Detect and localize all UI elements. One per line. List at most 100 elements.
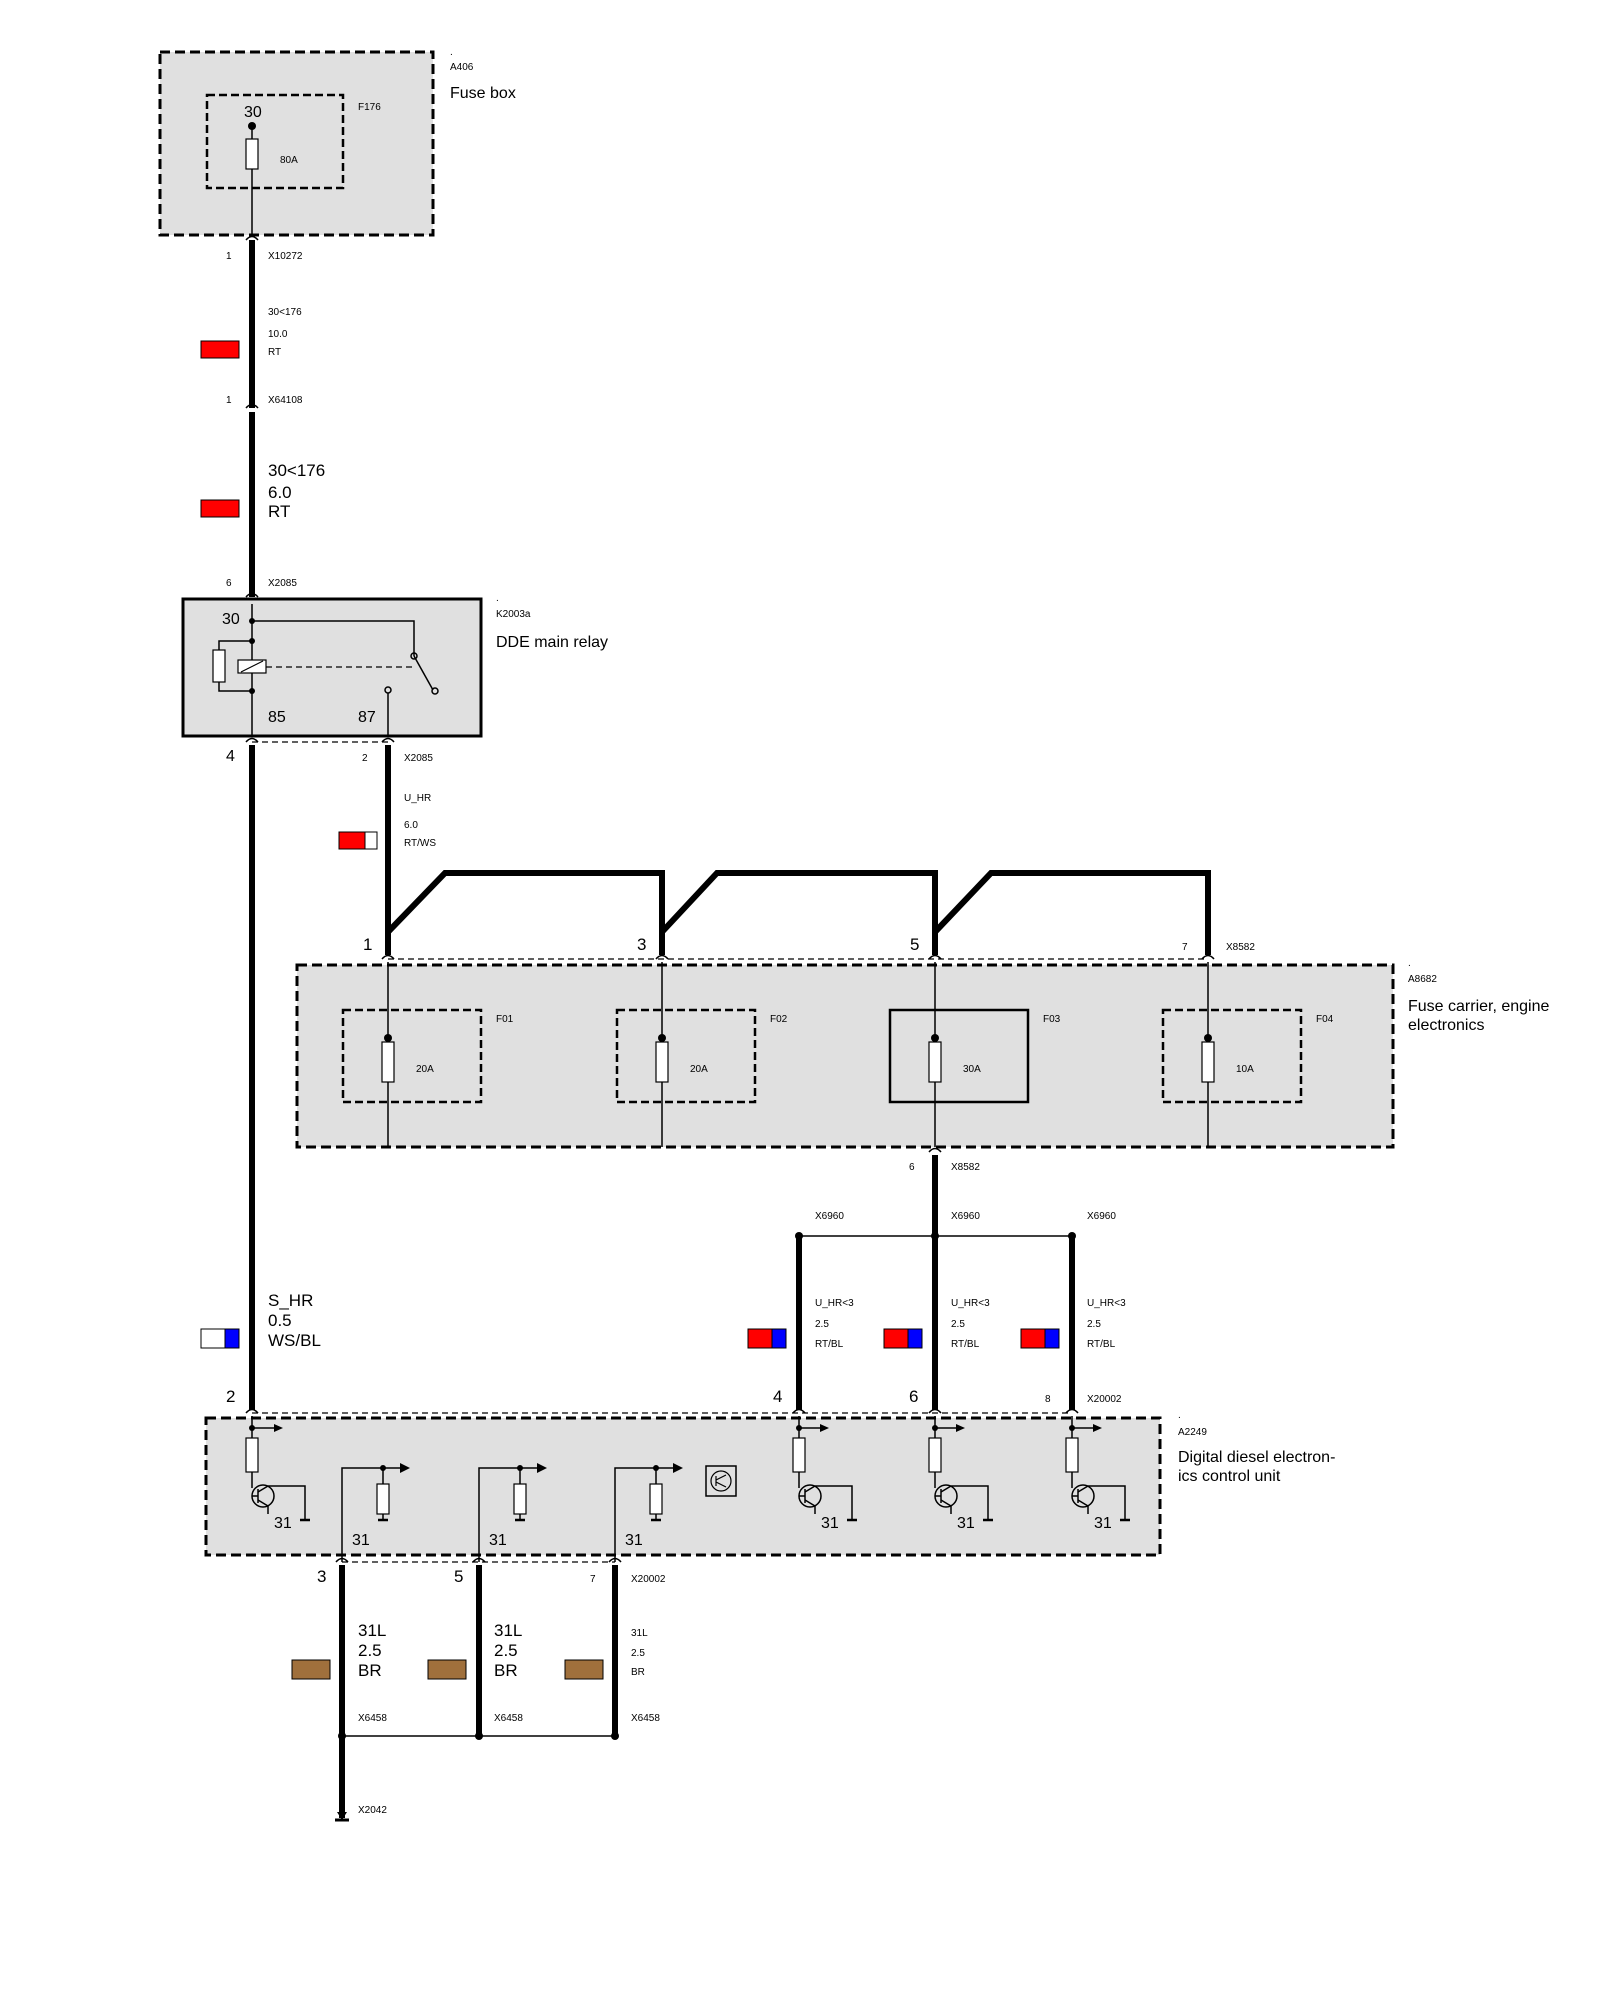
w2-pin: 6 (226, 578, 232, 589)
gnd1-circuit: 31L (358, 1621, 386, 1640)
uhr3-size: 2.5 (1087, 1319, 1101, 1330)
gnd2-color: BR (494, 1661, 518, 1680)
relay-t87: 87 (358, 709, 376, 726)
color-swatch-br (427, 1659, 467, 1680)
wire-30-176-10: 1 X10272 30<176 10.0 RT 1 X64108 (200, 235, 303, 409)
shr-color: WS/BL (268, 1331, 321, 1350)
w3-color: RT/WS (404, 838, 436, 849)
color-swatch-br (291, 1659, 331, 1680)
fuse-f03: F03 30A (888, 962, 1061, 1147)
dde-ground-label: 31 (1094, 1515, 1112, 1532)
carrier-pin1: 1 (363, 935, 372, 954)
gnd2-circuit: 31L (494, 1621, 522, 1640)
color-swatch-rt-bl (747, 1328, 787, 1349)
w3-size: 6.0 (404, 820, 418, 831)
gnd1-color: BR (358, 1661, 382, 1680)
uhr2-circuit: U_HR<3 (951, 1298, 990, 1309)
dde-name-line1: Digital diesel electron- (1178, 1449, 1335, 1466)
ground-icon (335, 1812, 349, 1822)
fusebox-name: Fuse box (450, 85, 516, 102)
color-swatch-rt (200, 340, 240, 359)
driver-stage-pin4: 31 (792, 1416, 857, 1532)
ground-stage-pin7: 31 (614, 1463, 683, 1562)
gnd3-circuit: 31L (631, 1628, 648, 1639)
fuse-f176-rating: 80A (280, 155, 298, 166)
uhr3-circuit: U_HR<3 (1087, 1298, 1126, 1309)
fuse-f04: F04 10A (1161, 962, 1334, 1147)
dde-pin4: 4 (773, 1387, 782, 1406)
gnd3-color: BR (631, 1667, 645, 1678)
dde-pin6: 6 (909, 1387, 918, 1406)
w3-circuit: U_HR (404, 793, 431, 804)
fuse-f04-rating: 10A (1236, 1064, 1254, 1075)
carrier-conn-top: X8582 (1226, 942, 1255, 953)
dde-pin5: 5 (454, 1567, 463, 1586)
w2-size: 6.0 (268, 483, 292, 502)
carrier-dot: . (1408, 958, 1411, 969)
gnd1-size: 2.5 (358, 1641, 382, 1660)
fusebox-id: A406 (450, 62, 474, 73)
carrier-pin3: 3 (637, 935, 646, 954)
dde-ground-label: 31 (489, 1532, 507, 1549)
dde-ground-label: 31 (821, 1515, 839, 1532)
dde-dot: . (1178, 1410, 1181, 1421)
relay-t85: 85 (268, 709, 286, 726)
dde-ground-label: 31 (957, 1515, 975, 1532)
w2-circuit: 30<176 (268, 461, 325, 480)
uhr1-color: RT/BL (815, 1339, 844, 1350)
fuse-f03-rating: 30A (963, 1064, 981, 1075)
fuse-f01-rating: 20A (416, 1064, 434, 1075)
relay-dot: . (496, 593, 499, 604)
carrier-name-line1: Fuse carrier, engine (1408, 998, 1550, 1015)
uhr3-color: RT/BL (1087, 1339, 1116, 1350)
w1-circuit: 30<176 (268, 307, 302, 318)
fuse-f01-id: F01 (496, 1014, 514, 1025)
x2042-label: X2042 (358, 1805, 387, 1816)
w1-conn-top: X10272 (268, 251, 303, 262)
relay-t30: 30 (222, 611, 240, 628)
uhr1-size: 2.5 (815, 1319, 829, 1330)
wire-u-hr-3: X6960 X6960 X6960 U_HR<3 2.5 RT/BL U_HR<… (747, 1155, 1126, 1410)
dde-main-relay: 30 85 87 . K2003a DDE main relay 4 2 X20… (181, 593, 608, 765)
wire-30-176-6: 30<176 6.0 RT 6 X2085 (200, 412, 325, 598)
dde-control-unit: 2 4 6 8 X20002 . A2249 Digital diesel el… (204, 1387, 1335, 1586)
fuse-f02: F02 20A (615, 962, 788, 1147)
driver-stage-pin2: 31 (245, 1416, 310, 1532)
fuse-f01: F01 20A (341, 962, 514, 1147)
color-swatch-br (564, 1659, 604, 1680)
ground-stage-pin5: 31 (478, 1463, 547, 1562)
dde-ground-label: 31 (625, 1532, 643, 1549)
uhr2-color: RT/BL (951, 1339, 980, 1350)
dde-conn-bottom: X20002 (631, 1574, 666, 1585)
w1-color: RT (268, 347, 281, 358)
relay-pin4: 4 (226, 748, 235, 765)
fuse-f03-id: F03 (1043, 1014, 1061, 1025)
w1-pin-top: 1 (226, 251, 232, 262)
carrier-pin6: 6 (909, 1162, 915, 1173)
fuse-f176-terminal: 30 (244, 104, 262, 121)
wire-u-hr: U_HR 6.0 RT/WS (338, 745, 1211, 955)
sensor-icon (705, 1465, 737, 1497)
relay-name: DDE main relay (496, 634, 608, 651)
fuse-box: . A406 Fuse box F176 30 80A (158, 47, 516, 237)
dde-conn-top: X20002 (1087, 1394, 1122, 1405)
color-swatch-ws-bl (200, 1328, 240, 1349)
relay-conn: X2085 (404, 753, 433, 764)
driver-stage-pin8: 31 (1065, 1416, 1130, 1532)
dde-ground-label: 31 (352, 1532, 370, 1549)
dde-id: A2249 (1178, 1427, 1207, 1438)
shr-size: 0.5 (268, 1311, 292, 1330)
x6960-left: X6960 (815, 1211, 844, 1222)
color-swatch-rt-bl (883, 1328, 923, 1349)
carrier-pin5: 5 (910, 935, 919, 954)
carrier-name-line2: electronics (1408, 1017, 1484, 1034)
relay-pin2: 2 (362, 753, 368, 764)
carrier-pin7: 7 (1182, 942, 1188, 953)
uhr2-size: 2.5 (951, 1319, 965, 1330)
driver-stage-pin6: 31 (928, 1416, 993, 1532)
x6960-mid: X6960 (951, 1211, 980, 1222)
dde-pin8: 8 (1045, 1394, 1051, 1405)
x6458-left: X6458 (358, 1713, 387, 1724)
color-swatch-rt-bl (1020, 1328, 1060, 1349)
